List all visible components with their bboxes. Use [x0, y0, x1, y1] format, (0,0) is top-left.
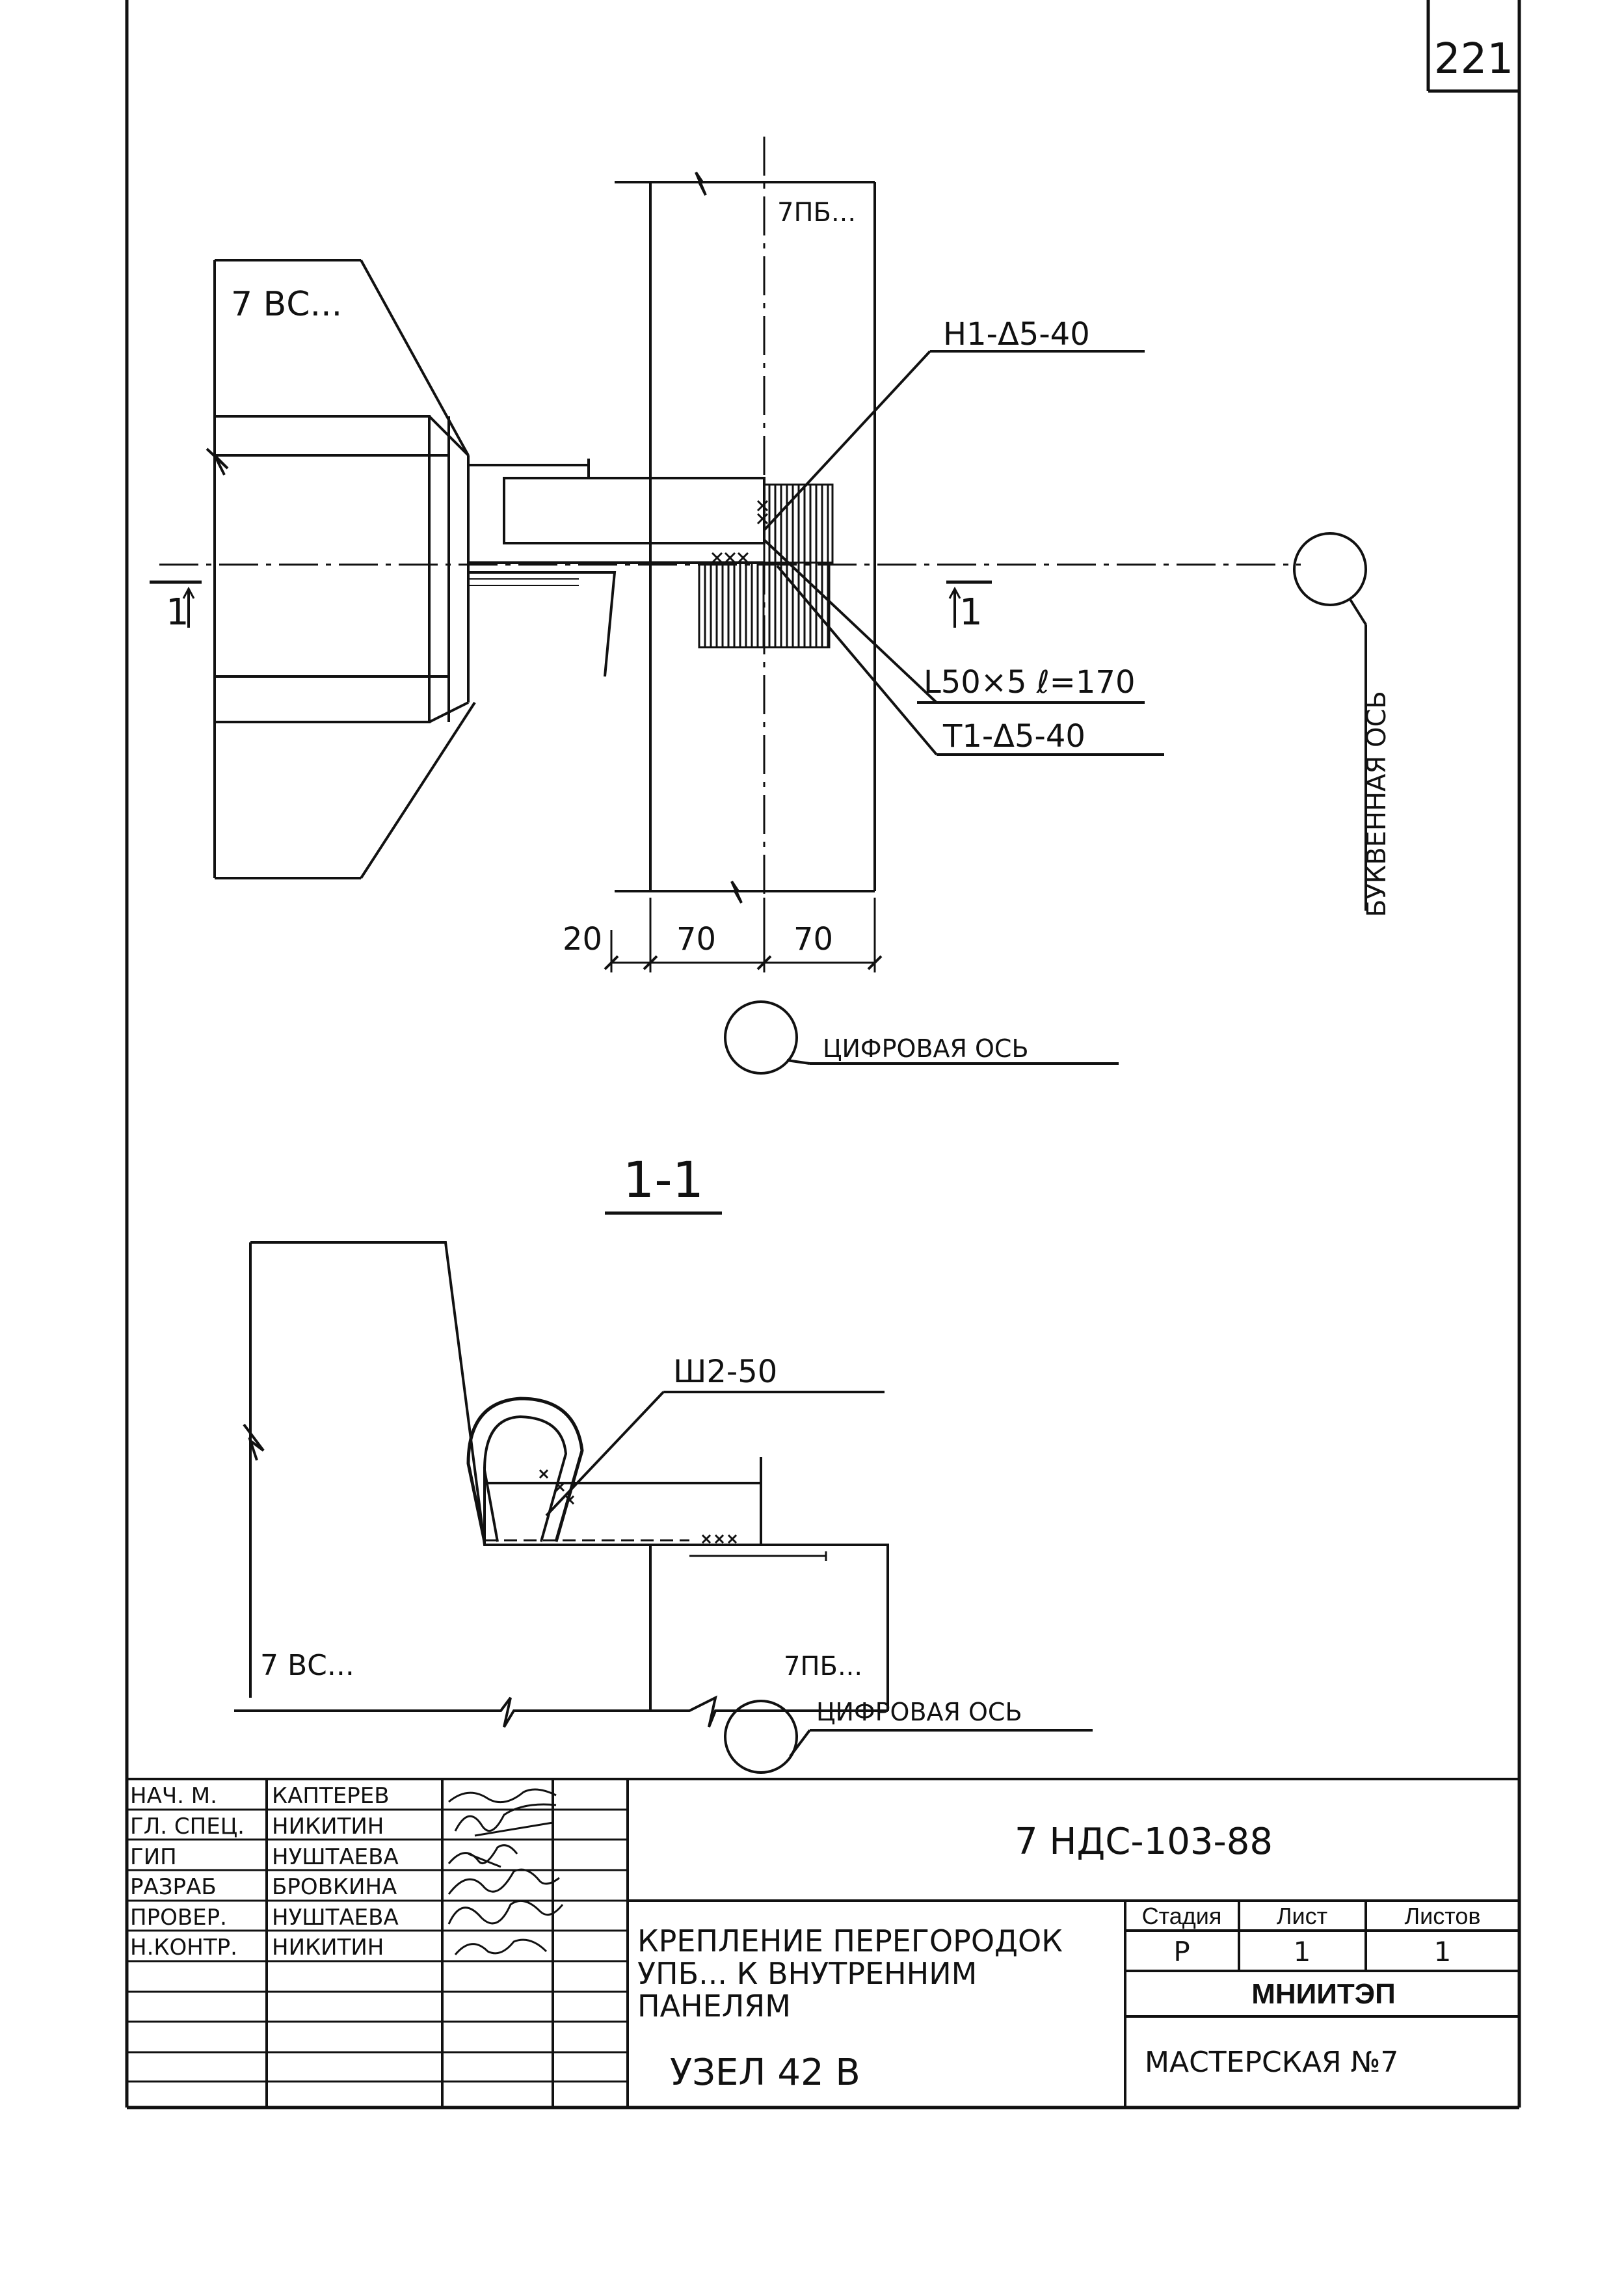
role-cell: ГЛ. СПЕЦ.: [130, 1814, 245, 1840]
plan-view: [150, 137, 1367, 1075]
role-cell: ПРОВЕР.: [130, 1905, 227, 1931]
doc-code: 7 НДС-103-88: [1015, 1821, 1273, 1863]
stage-value: Р: [1173, 1936, 1190, 1968]
dimensions: 20 70 70: [563, 921, 833, 957]
role-cell: Н.КОНТР.: [130, 1934, 237, 1961]
dimension-value: 70: [676, 921, 716, 957]
title-line: КРЕПЛЕНИЕ ПЕРЕГОРОДОК: [637, 1923, 1063, 1959]
digit-axis-label: ЦИФРОВАЯ ОСЬ: [823, 1034, 1029, 1063]
section-mark-left: 1: [166, 591, 189, 634]
role-cell: НАЧ. М.: [130, 1783, 217, 1809]
name-cell: КАПТЕРЕВ: [272, 1783, 390, 1809]
name-cell: НИКИТИН: [272, 1814, 384, 1840]
role-cell: РАЗРАБ: [130, 1874, 217, 1900]
section-weld-label: Ш2-50: [673, 1354, 777, 1390]
dimension-value: 70: [793, 921, 833, 957]
title-line: ПАНЕЛЯМ: [637, 1988, 791, 2024]
signature-list: НАЧ. М. КАПТЕРЕВ ГЛ. СПЕЦ. НИКИТИН ГИП Н…: [130, 1783, 399, 1961]
sheet-header: Лист: [1277, 1903, 1327, 1929]
plan-wall-panel-label: 7 ВС...: [231, 285, 342, 324]
name-cell: НИКИТИН: [272, 1934, 384, 1961]
workshop: МАСТЕРСКАЯ №7: [1145, 2046, 1398, 2079]
section-view: [234, 1241, 1093, 1774]
section-partition-label: 7ПБ...: [784, 1652, 862, 1681]
section-digit-axis-label: ЦИФРОВАЯ ОСЬ: [816, 1698, 1022, 1726]
organization: МНИИТЭП: [1251, 1978, 1395, 2010]
name-cell: НУШТАЕВА: [272, 1844, 399, 1870]
section-wall-panel-label: 7 ВС...: [260, 1649, 354, 1682]
signature-scribbles: [447, 1788, 564, 1955]
weld-top-label: Н1-Δ5-40: [943, 316, 1090, 353]
angle-label: L50×5 ℓ=170: [924, 664, 1136, 701]
letter-axis-label: БУКВЕННАЯ ОСЬ: [1362, 691, 1392, 917]
sheet-value: 1: [1294, 1936, 1311, 1968]
role-cell: ГИП: [130, 1844, 177, 1870]
sheet-number-box: 221: [1426, 0, 1519, 93]
sheets-value: 1: [1434, 1936, 1452, 1968]
name-cell: БРОВКИНА: [272, 1874, 397, 1900]
name-cell: НУШТАЕВА: [272, 1905, 399, 1931]
plan-partition-label: 7ПБ...: [777, 198, 856, 228]
sheet-number: 221: [1434, 35, 1513, 83]
title-block: [127, 1778, 1519, 2108]
node-label: УЗЕЛ 42 В: [670, 2052, 860, 2094]
sheets-header: Листов: [1405, 1903, 1481, 1929]
title-line: УПБ... К ВНУТРЕННИМ: [637, 1956, 977, 1991]
sheet-frame: [125, 0, 1521, 2109]
section-mark-right: 1: [959, 591, 983, 634]
stage-header: Стадия: [1142, 1903, 1222, 1929]
weld-bottom-label: Т1-Δ5-40: [942, 718, 1085, 755]
dimension-value: 20: [563, 921, 602, 957]
section-title: 1-1: [623, 1151, 704, 1209]
